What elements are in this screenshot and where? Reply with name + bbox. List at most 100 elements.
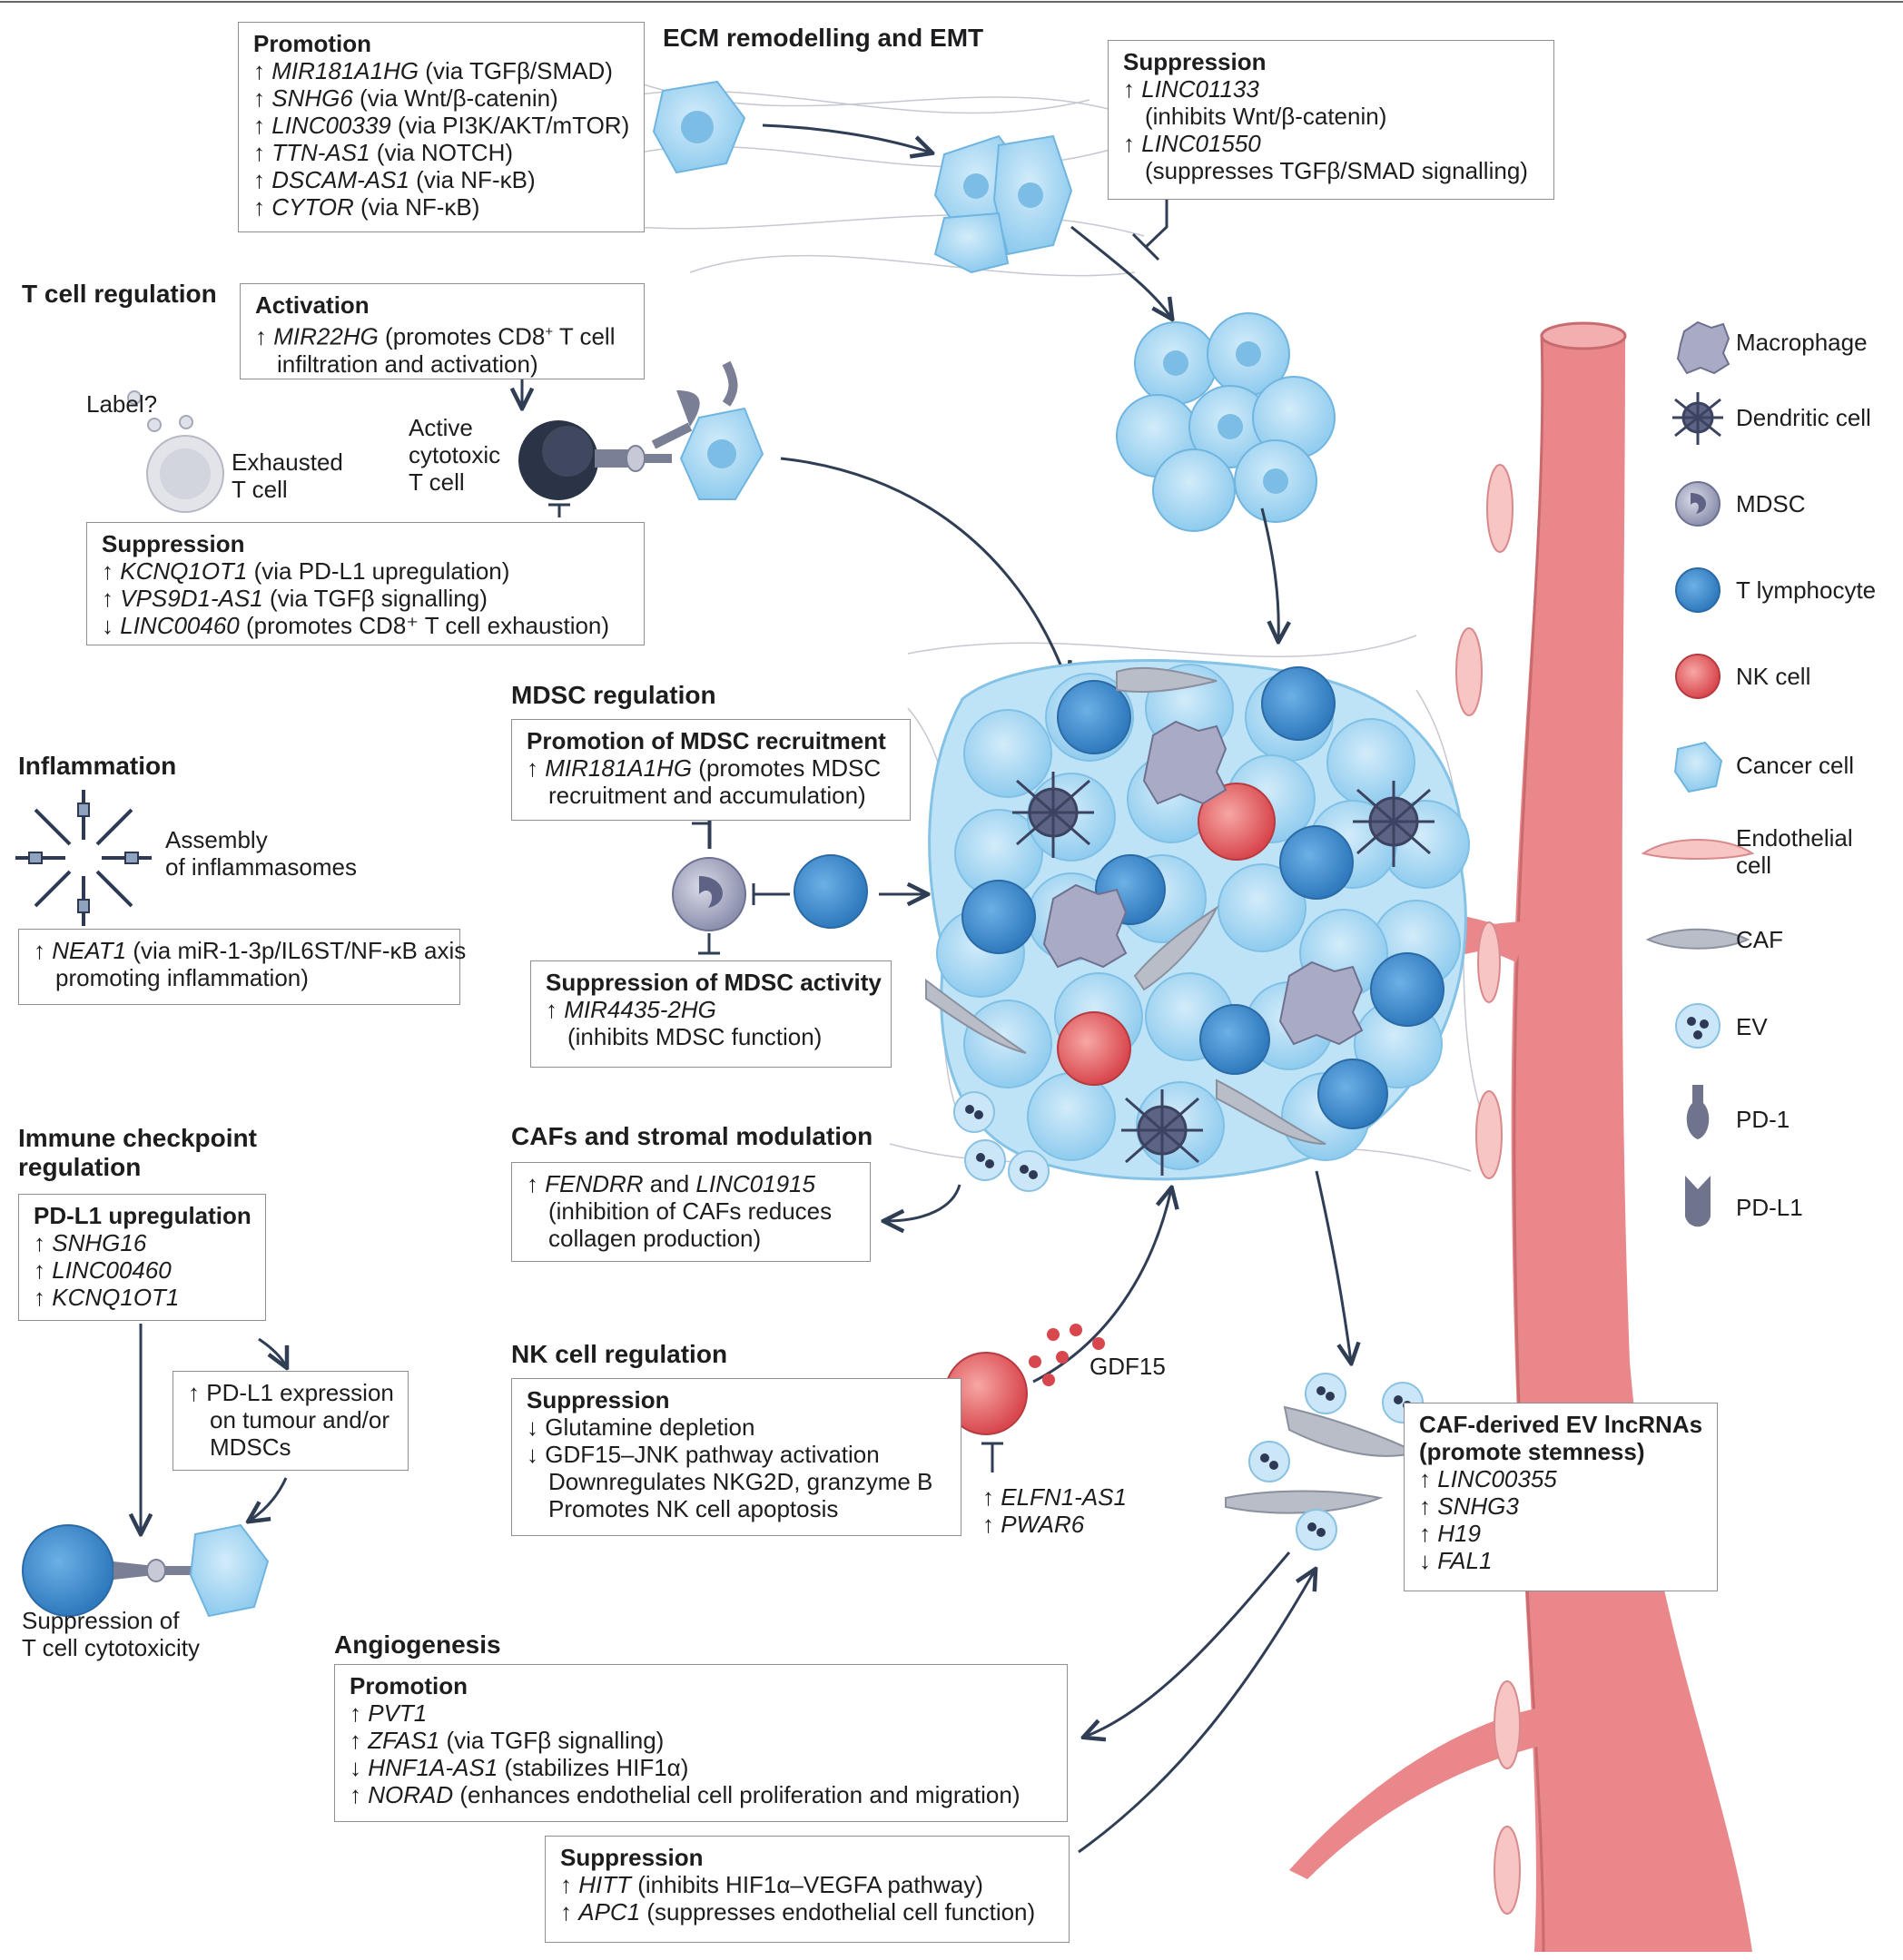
list-item: ↑ H19 xyxy=(1419,1520,1481,1547)
nk-cell-icon xyxy=(1675,654,1721,699)
list-item: ↑ LINC01133 xyxy=(1123,75,1259,103)
legend-pd-1: PD-1 xyxy=(1736,1106,1790,1133)
caf-heading: CAFs and stromal modulation xyxy=(511,1122,873,1150)
inflammation-box: ↑ NEAT1 (via miR-1-3p/IL6ST/NF-κB axis p… xyxy=(18,929,467,1005)
legend-caf: CAF xyxy=(1736,926,1783,953)
box-title: Suppression of MDSC activity xyxy=(546,969,882,996)
legend-nk-cell: NK cell xyxy=(1736,663,1811,690)
list-item: ↓ FAL1 xyxy=(1419,1547,1493,1574)
nk-heading: NK cell regulation xyxy=(511,1340,728,1368)
mdsc-heading: MDSC regulation xyxy=(511,681,716,709)
legend-mdsc: MDSC xyxy=(1736,490,1806,517)
list-item-note: (inhibits MDSC function) xyxy=(567,1023,823,1050)
dendritic-cell-icon xyxy=(1672,392,1723,445)
list-item: ↑ MIR22HG (promotes CD8+ T cell xyxy=(255,322,616,350)
list-item: ↑ KCNQ1OT1 (via PD-L1 upregulation) xyxy=(102,557,510,585)
tcell-suppression-box: Suppression ↑ KCNQ1OT1 (via PD-L1 upregu… xyxy=(86,522,645,645)
list-item: ↑ LINC00339 (via PI3K/AKT/mTOR) xyxy=(253,112,630,139)
nk-suppression-box: Suppression ↓ Glutamine depletion ↓ GDF1… xyxy=(511,1378,961,1536)
list-item: ↑ LINC01550 xyxy=(1123,130,1261,157)
caf-icon xyxy=(1645,928,1750,950)
inflammasome-icon xyxy=(15,790,152,926)
angio-promotion-box: Promotion ↑ PVT1 ↑ ZFAS1 (via TGFβ signa… xyxy=(334,1664,1068,1822)
list-item: ↑ MIR181A1HG (promotes MDSC xyxy=(527,754,882,782)
caf-ev-art xyxy=(1225,1373,1424,1551)
box-title: Suppression xyxy=(560,1844,704,1871)
list-item: ↑ NEAT1 (via miR-1-3p/IL6ST/NF-κB axis xyxy=(34,937,467,964)
pd-1-icon xyxy=(1686,1085,1710,1139)
list-item: ↑ HITT (inhibits HIF1α–VEGFA pathway) xyxy=(560,1871,983,1898)
mdsc-promotion-box: Promotion of MDSC recruitment ↑ MIR181A1… xyxy=(511,719,911,821)
ecm-suppression-box: Suppression ↑ LINC01133 (inhibits Wnt/β-… xyxy=(1108,40,1554,200)
legend-dendritic-cell: Dendritic cell xyxy=(1736,404,1871,431)
list-item: ↑ ZFAS1 (via TGFβ signalling) xyxy=(350,1727,665,1754)
list-item-note: (inhibits Wnt/β-catenin) xyxy=(1145,103,1387,130)
ev-icon xyxy=(1675,1003,1721,1049)
box-title: CAF-derived EV lncRNAs xyxy=(1419,1411,1703,1438)
list-item: ↑ MIR181A1HG (via TGFβ/SMAD) xyxy=(253,57,613,84)
pdl1-box: PD-L1 upregulation ↑ SNHG16 ↑ LINC00460 … xyxy=(18,1194,266,1321)
legend-icons xyxy=(1641,320,1755,1227)
box-title: Activation xyxy=(255,291,370,319)
gdf15-label: GDF15 xyxy=(1090,1353,1166,1380)
list-item: ↑ MIR4435-2HG xyxy=(546,996,716,1023)
mdsc-art xyxy=(672,854,868,931)
t-lymphocyte-icon xyxy=(1675,567,1721,613)
ecm-heading: ECM remodelling and EMT xyxy=(663,24,984,52)
list-item: ↑ SNHG6 (via Wnt/β-catenin) xyxy=(253,84,558,112)
list-item: ↑ NORAD (enhances endothelial cell proli… xyxy=(350,1781,1021,1808)
list-item-note: (suppresses TGFβ/SMAD signalling) xyxy=(1145,157,1528,184)
tcell-art xyxy=(127,360,764,513)
nk-art xyxy=(944,1324,1105,1435)
ecm-cancer-cells xyxy=(652,80,1336,532)
angio-suppression-box: Suppression ↑ HITT (inhibits HIF1α–VEGFA… xyxy=(545,1836,1070,1943)
list-item: ↑ LINC00460 xyxy=(34,1256,172,1284)
list-item: ↑ APC1 (suppresses endothelial cell func… xyxy=(560,1898,1036,1926)
box-title: PD-L1 upregulation xyxy=(34,1202,251,1229)
angio-heading: Angiogenesis xyxy=(334,1630,501,1659)
nk-genes: ↑ ELFN1-AS1 ↑ PWAR6 xyxy=(982,1483,1127,1538)
list-item: ↑ LINC00355 xyxy=(1419,1465,1557,1492)
list-item-note: promoting inflammation) xyxy=(55,964,309,991)
tcell-heading: T cell regulation xyxy=(22,280,217,308)
box-title: Promotion xyxy=(350,1672,468,1699)
box-title: Suppression xyxy=(1123,48,1267,75)
list-item: ↑ CYTOR (via NF-κB) xyxy=(253,193,480,221)
endothelial-cell-icon xyxy=(1641,839,1755,860)
list-item: ↑ PVT1 xyxy=(350,1699,428,1727)
ev-cluster xyxy=(953,1091,1050,1192)
checkpoint-art xyxy=(22,1523,270,1618)
mdsc-icon xyxy=(1675,481,1721,527)
pd-l1-icon xyxy=(1685,1176,1711,1227)
mdsc-suppression-box: Suppression of MDSC activity ↑ MIR4435-2… xyxy=(530,960,892,1068)
legend-pd-l1: PD-L1 xyxy=(1736,1194,1803,1221)
legend-macrophage: Macrophage xyxy=(1736,329,1868,356)
pdl1-expression-box: ↑ PD-L1 expression on tumour and/or MDSC… xyxy=(173,1371,409,1471)
list-item-note: recruitment and accumulation) xyxy=(548,782,866,809)
list-item: ↑ DSCAM-AS1 (via NF-κB) xyxy=(253,166,536,193)
caf-box: ↑ FENDRR and LINC01915 (inhibition of CA… xyxy=(511,1162,871,1262)
list-item-note: infiltration and activation) xyxy=(277,350,538,378)
legend-ev: EV xyxy=(1736,1013,1768,1040)
list-item: ↓ HNF1A-AS1 (stabilizes HIF1α) xyxy=(350,1754,689,1781)
inflammation-heading: Inflammation xyxy=(18,752,177,780)
tcell-activation-box: Activation ↑ MIR22HG (promotes CD8+ T ce… xyxy=(240,283,645,379)
list-item: ↑ KCNQ1OT1 xyxy=(34,1284,180,1311)
list-item: ↑ TTN-AS1 (via NOTCH) xyxy=(253,139,514,166)
cancer-cell-icon xyxy=(1673,741,1723,793)
box-title: Promotion xyxy=(253,30,371,57)
cafev-box: CAF-derived EV lncRNAs (promote stemness… xyxy=(1404,1403,1718,1591)
legend-t-lymphocyte: T lymphocyte xyxy=(1736,576,1877,604)
list-item: ↑ FENDRR and LINC01915 xyxy=(527,1170,815,1197)
label-question: Label? xyxy=(86,390,158,418)
list-item: ↑ SNHG16 xyxy=(34,1229,147,1256)
box-title: Suppression xyxy=(102,530,245,557)
tumour-mass xyxy=(925,659,1470,1181)
macrophage-icon xyxy=(1676,320,1730,375)
